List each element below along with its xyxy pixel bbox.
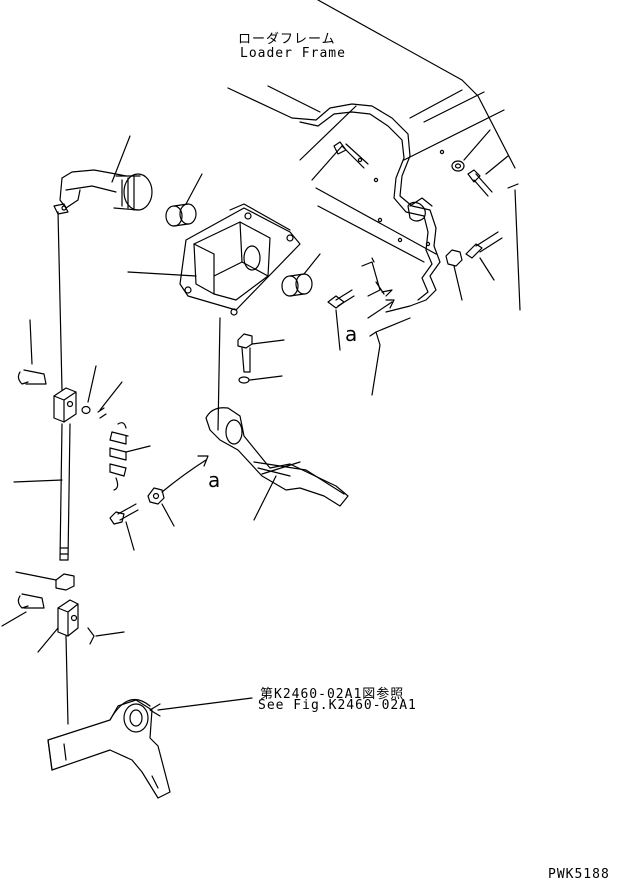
spring-nut [147, 487, 175, 527]
cotter-pin-upper [361, 257, 385, 297]
shaft [53, 135, 153, 215]
clevis-upper [53, 387, 77, 423]
clevis-lower [37, 599, 79, 653]
loader-frame-label-en: Loader Frame [240, 46, 346, 61]
reference-label-en: See Fig.K2460-02A1 [258, 698, 417, 713]
pedal-pin [237, 333, 285, 373]
drawing-number: PWK5188 [548, 867, 610, 882]
reference-arrow [149, 697, 253, 717]
loader-frame-label-jp: ローダフレーム [238, 32, 336, 47]
clip-washer [238, 375, 283, 384]
bolt-right-lower [465, 231, 503, 281]
bracket-leader [217, 317, 221, 431]
cotter-lower [87, 627, 125, 645]
nut-right [445, 249, 463, 301]
loader-frame [227, 0, 521, 396]
push-rod [13, 211, 71, 561]
reference-label-jp: 第K2460-02A1図参照 [260, 687, 405, 702]
pedal-bracket [127, 203, 301, 316]
frame-bolt-upper [311, 141, 369, 181]
brake-pedal [205, 407, 349, 521]
upper-arrow [367, 299, 395, 319]
clevis-pin-upper [17, 319, 47, 385]
lower-arrow [161, 455, 209, 493]
bushing-right [281, 253, 321, 297]
spring-bolt [109, 503, 139, 551]
cotter-left [97, 381, 123, 419]
bushing-left [165, 173, 203, 227]
lock-nut-left [15, 571, 75, 591]
marker-upper: a [345, 322, 358, 346]
bolt-right-upper [467, 155, 509, 197]
washer-left [81, 365, 97, 415]
lower-lever [47, 698, 171, 799]
marker-lower: a [208, 468, 221, 492]
washer-right [451, 129, 491, 172]
cotter-pin-small [381, 289, 393, 297]
clevis-pin-lower [1, 593, 45, 627]
return-spring [109, 422, 151, 491]
plug-bolt [327, 289, 355, 351]
lever-leader [65, 635, 69, 725]
